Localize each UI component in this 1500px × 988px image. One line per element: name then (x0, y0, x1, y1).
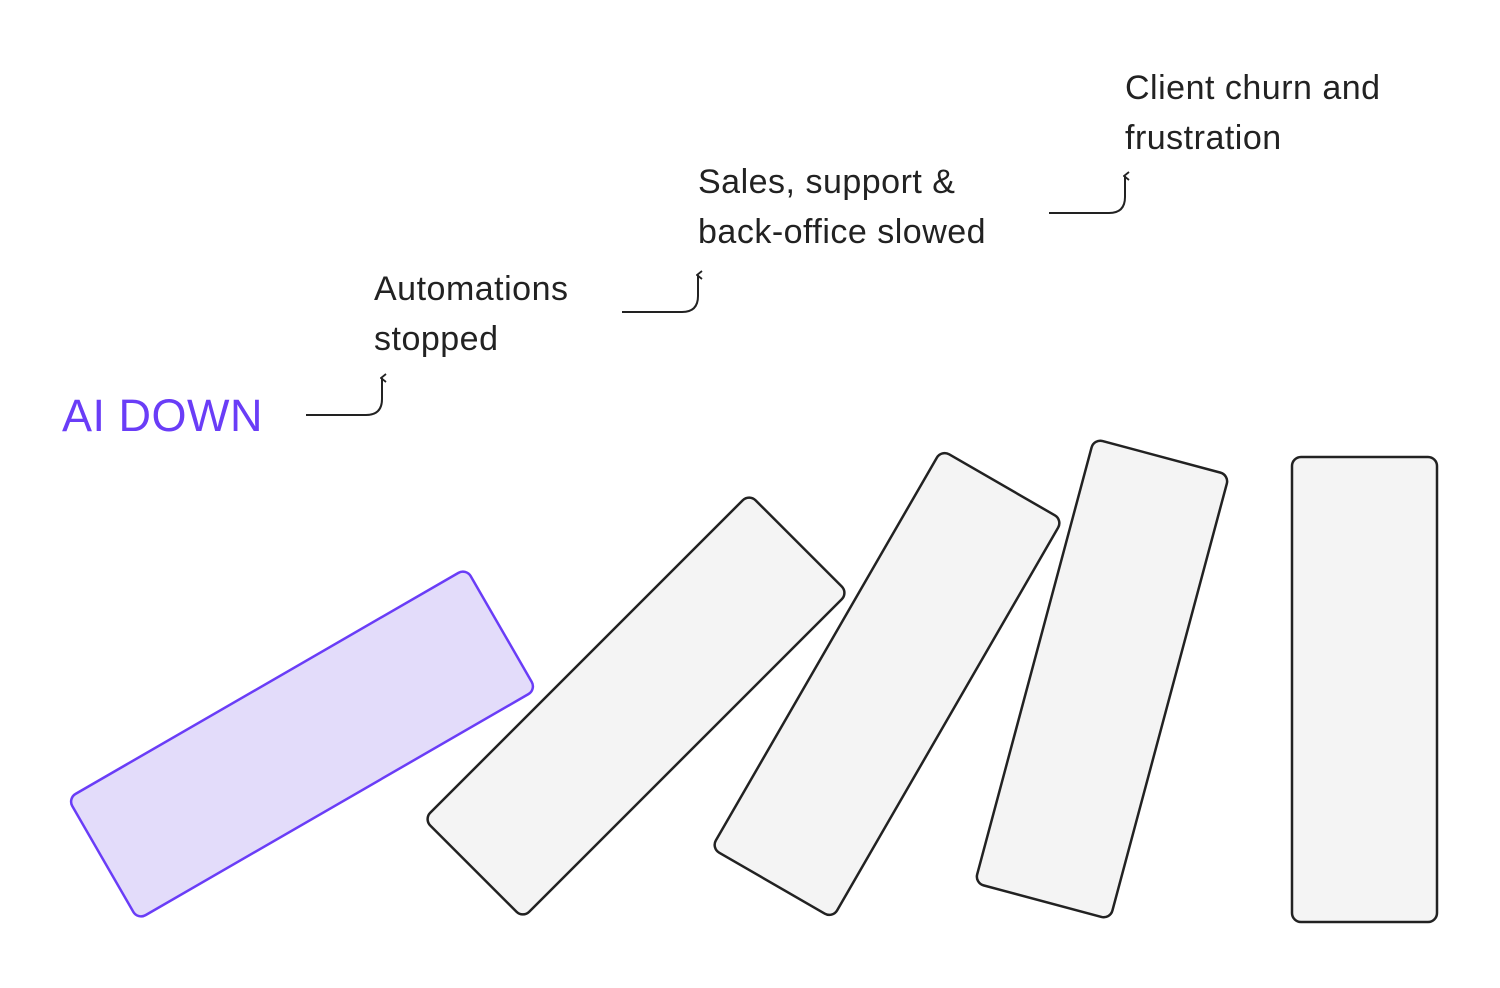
domino-operations (713, 451, 1061, 917)
arrow-1 (306, 378, 382, 416)
label-line: Sales, support & (698, 163, 956, 201)
domino-standing (1290, 455, 1439, 924)
client-churn-label: Client churn and frustration (1125, 63, 1381, 163)
arrow-2 (622, 275, 698, 313)
label-line: frustration (1125, 119, 1282, 157)
operations-slowed-label: Sales, support & back-office slowed (698, 157, 986, 257)
label-line: Automations (374, 270, 569, 308)
automations-stopped-label: Automations stopped (374, 264, 569, 364)
domino-ai-down (69, 570, 535, 918)
ai-down-label: AI DOWN (62, 390, 263, 441)
label-line: stopped (374, 320, 499, 358)
label-line: back-office slowed (698, 213, 987, 251)
domino-automations (426, 496, 846, 916)
arrow-3 (1049, 176, 1125, 214)
domino-churn (975, 439, 1229, 919)
label-line: Client churn and (1125, 69, 1381, 107)
